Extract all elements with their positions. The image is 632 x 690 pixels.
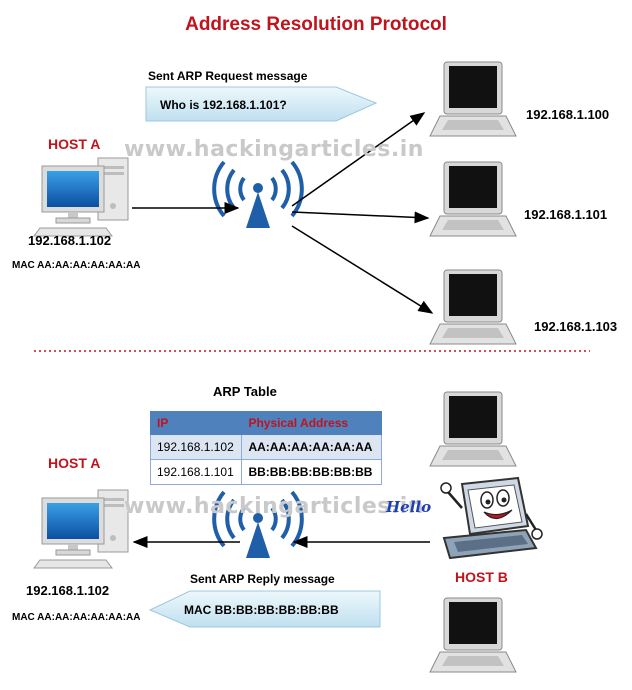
host-a-ip: 192.168.1.102 (26, 583, 110, 598)
arrow-to-laptop-3 (291, 225, 434, 314)
diagram-title: Address Resolution Protocol (185, 14, 447, 35)
table-cell: AA:AA:AA:AA:AA:AA (241, 434, 382, 460)
laptop-ip: 192.168.1.100 (526, 107, 610, 122)
hello-text: Hello (386, 498, 432, 516)
table-row: 192.168.1.101 BB:BB:BB:BB:BB:BB (149, 459, 382, 485)
laptop-icon (429, 161, 517, 237)
table-row: 192.168.1.102 AA:AA:AA:AA:AA:AA (149, 434, 382, 460)
host-a-name: HOST A (48, 455, 101, 471)
table-header: IP (149, 411, 243, 435)
arp-table: IP Physical Address 192.168.1.102 AA:AA:… (149, 411, 382, 485)
reply-banner (148, 590, 381, 628)
reply-label: Sent ARP Reply message (190, 572, 335, 586)
desktop-computer-icon (33, 157, 129, 237)
laptop-icon (429, 61, 517, 137)
laptop-icon (429, 269, 517, 345)
laptop-ip: 192.168.1.103 (534, 319, 618, 334)
desktop-computer-icon (33, 489, 129, 569)
request-text: Who is 192.168.1.101? (160, 98, 287, 112)
request-label: Sent ARP Request message (148, 69, 308, 83)
table-cell: 192.168.1.101 (149, 459, 243, 485)
host-a-ip: 192.168.1.102 (28, 233, 112, 248)
host-a-mac: MAC AA:AA:AA:AA:AA:AA (12, 612, 141, 623)
host-a-name: HOST A (48, 136, 101, 152)
request-banner (145, 86, 378, 122)
watermark: www.hackingarticles.in (124, 494, 424, 519)
host-b-name: HOST B (455, 569, 508, 585)
host-a-mac: MAC AA:AA:AA:AA:AA:AA (12, 260, 141, 271)
arp-table-title: ARP Table (213, 384, 277, 399)
table-cell: 192.168.1.102 (149, 434, 243, 460)
wireless-antenna-icon (212, 160, 304, 228)
table-header: Physical Address (241, 411, 382, 435)
arrow-to-laptop-2 (291, 211, 430, 224)
reply-text: MAC BB:BB:BB:BB:BB:BB (184, 603, 339, 617)
laptop-icon (429, 597, 517, 673)
arrow-to-laptop-1 (291, 112, 426, 207)
smiling-laptop-icon (440, 476, 543, 560)
laptop-ip: 192.168.1.101 (524, 207, 608, 222)
laptop-icon (429, 391, 517, 467)
watermark: www.hackingarticles.in (124, 137, 424, 162)
table-cell: BB:BB:BB:BB:BB:BB (241, 459, 382, 485)
